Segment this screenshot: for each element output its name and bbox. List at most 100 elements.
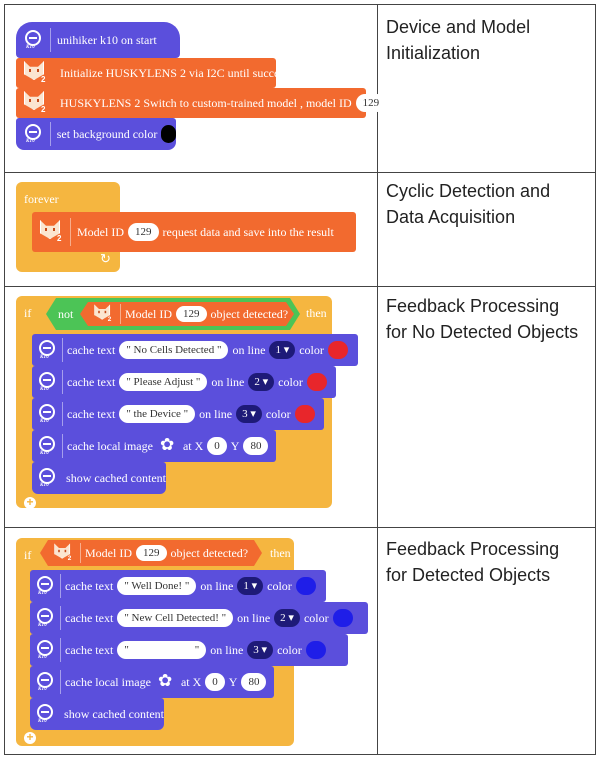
- image-settings-icon[interactable]: [159, 435, 177, 455]
- switch-model-label: HUSKYLENS 2 Switch to custom-trained mod…: [60, 95, 352, 110]
- if-label: if: [24, 548, 32, 562]
- cache-text-block-2[interactable]: K10 cache text " New Cell Detected! " on…: [30, 602, 368, 634]
- text-color-swatch[interactable]: [294, 405, 315, 423]
- init-huskylens-block[interactable]: 2 Initialize HUSKYLENS 2 via I2C until s…: [16, 58, 289, 88]
- on-start-block[interactable]: K10 unihiker k10 on start: [16, 22, 180, 58]
- row-2-description: Cyclic Detection and Data Acquisition: [386, 178, 596, 230]
- cache-text-block-1[interactable]: K10 cache text " No Cells Detected " on …: [32, 334, 358, 366]
- text-color-swatch[interactable]: [295, 577, 316, 595]
- on-line-label: on line: [211, 374, 245, 389]
- huskylens-icon: 2: [22, 90, 48, 116]
- y-coordinate-input[interactable]: 80: [241, 673, 267, 691]
- table-divider-2: [4, 286, 596, 287]
- block-separator: [60, 574, 61, 598]
- text-color-swatch[interactable]: [306, 373, 327, 391]
- model-id-input[interactable]: 129: [355, 94, 387, 112]
- text-color-swatch[interactable]: [305, 641, 326, 659]
- background-color-swatch[interactable]: [161, 125, 176, 143]
- block-separator: [62, 402, 63, 426]
- table-divider-1: [4, 172, 596, 173]
- cache-text-input[interactable]: " New Cell Detected! ": [117, 609, 234, 627]
- y-label: Y: [228, 674, 238, 689]
- cache-text-input[interactable]: " No Cells Detected ": [119, 341, 229, 359]
- model-id-label: Model ID: [77, 224, 124, 239]
- row-4-description-line-2: for Detected Objects: [386, 565, 551, 585]
- object-detected-condition[interactable]: 2 Model ID 129 object detected?: [40, 540, 262, 566]
- show-cached-block[interactable]: K10 show cached content: [32, 462, 166, 494]
- row-4-description: Feedback Processing for Detected Objects: [386, 536, 596, 588]
- at-x-label: at X: [180, 674, 202, 689]
- then-label: then: [270, 546, 291, 560]
- table-border-right: [595, 4, 596, 755]
- model-id-input[interactable]: 129: [136, 545, 167, 561]
- color-label: color: [278, 374, 303, 389]
- on-line-label: on line: [210, 642, 244, 657]
- color-label: color: [267, 578, 292, 593]
- block-separator: [50, 122, 51, 146]
- line-number-dropdown[interactable]: 1 ▾: [269, 341, 296, 359]
- table-grid: [4, 4, 596, 755]
- k10-icon: K10: [34, 607, 56, 629]
- loop-arrow-icon: ↻: [100, 251, 111, 266]
- k10-icon: K10: [34, 671, 56, 693]
- line-number-dropdown[interactable]: 1 ▾: [237, 577, 264, 595]
- cache-text-label: cache text: [65, 610, 114, 625]
- cache-text-label: cache text: [65, 642, 114, 657]
- cache-text-input[interactable]: " Please Adjust ": [119, 373, 208, 391]
- add-else-icon[interactable]: +: [24, 731, 36, 744]
- set-background-color-block[interactable]: K10 set background color: [16, 118, 176, 150]
- cache-text-input[interactable]: " ": [117, 641, 207, 659]
- on-line-label: on line: [237, 610, 271, 625]
- k10-icon: K10: [36, 403, 58, 425]
- object-detected-label: object detected?: [210, 306, 289, 321]
- line-number-dropdown[interactable]: 2 ▾: [274, 609, 300, 627]
- at-x-label: at X: [182, 438, 204, 453]
- k10-icon: K10: [36, 435, 58, 457]
- k10-icon: K10: [22, 123, 44, 145]
- add-else-icon[interactable]: +: [24, 496, 36, 509]
- cache-text-block-2[interactable]: K10 cache text " Please Adjust " on line…: [32, 366, 336, 398]
- show-cached-label: show cached content: [64, 706, 164, 721]
- init-huskylens-label: Initialize HUSKYLENS 2 via I2C until suc…: [60, 65, 289, 80]
- line-number-dropdown[interactable]: 3 ▾: [247, 641, 274, 659]
- line-number-dropdown[interactable]: 2 ▾: [248, 373, 275, 391]
- request-data-block[interactable]: 2 Model ID 129 request data and save int…: [32, 212, 356, 252]
- color-label: color: [299, 342, 324, 357]
- x-coordinate-input[interactable]: 0: [205, 673, 225, 691]
- cache-image-label: cache local image: [65, 674, 151, 689]
- x-coordinate-input[interactable]: 0: [207, 437, 227, 455]
- object-detected-condition[interactable]: 2 Model ID 129 object detected?: [80, 302, 294, 326]
- k10-icon: K10: [34, 639, 56, 661]
- y-coordinate-input[interactable]: 80: [243, 437, 269, 455]
- cache-image-block[interactable]: K10 cache local image at X 0 Y 80: [32, 430, 276, 462]
- cache-text-input[interactable]: " the Device ": [119, 405, 196, 423]
- line-number-dropdown[interactable]: 3 ▾: [236, 405, 262, 423]
- cache-image-block[interactable]: K10 cache local image at X 0 Y 80: [30, 666, 274, 698]
- cache-text-label: cache text: [67, 342, 116, 357]
- text-color-swatch[interactable]: [327, 341, 348, 359]
- color-label: color: [303, 610, 329, 625]
- huskylens-icon: 2: [22, 60, 48, 86]
- object-detected-label: object detected?: [170, 545, 249, 560]
- cache-text-block-3[interactable]: K10 cache text " the Device " on line 3 …: [32, 398, 324, 430]
- on-line-label: on line: [232, 342, 266, 357]
- then-label: then: [306, 306, 327, 320]
- row-4-description-line-1: Feedback Processing: [386, 539, 560, 559]
- k10-icon: K10: [22, 29, 44, 51]
- y-label: Y: [230, 438, 240, 453]
- cache-text-input[interactable]: " Well Done! ": [117, 577, 197, 595]
- switch-model-block[interactable]: 2 HUSKYLENS 2 Switch to custom-trained m…: [16, 88, 387, 118]
- row-1-description: Device and Model Initialization: [386, 14, 596, 66]
- show-cached-block[interactable]: K10 show cached content: [30, 698, 164, 730]
- cache-text-block-3[interactable]: K10 cache text " " on line 3 ▾ color: [30, 634, 348, 666]
- k10-icon: K10: [36, 371, 58, 393]
- text-color-swatch[interactable]: [332, 609, 353, 627]
- model-id-input[interactable]: 129: [176, 306, 207, 322]
- k10-icon: K10: [34, 703, 56, 725]
- cache-text-label: cache text: [65, 578, 114, 593]
- row-3-description-line-1: Feedback Processing: [386, 296, 560, 316]
- image-settings-icon[interactable]: [157, 671, 175, 691]
- cache-text-block-1[interactable]: K10 cache text " Well Done! " on line 1 …: [30, 570, 326, 602]
- model-id-input[interactable]: 129: [128, 223, 159, 241]
- block-separator: [62, 370, 63, 394]
